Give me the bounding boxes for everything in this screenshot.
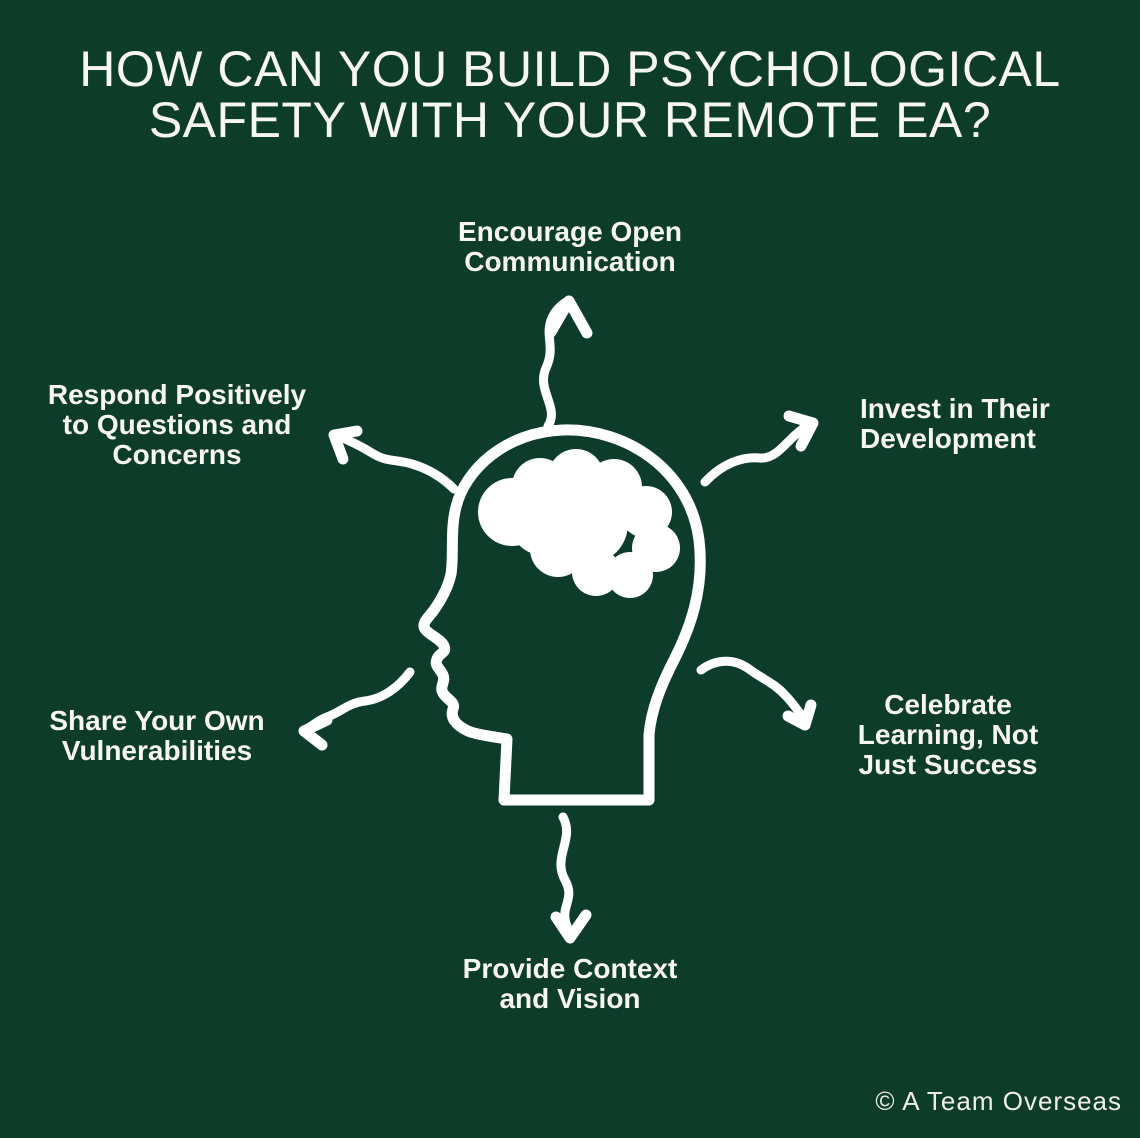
arrow-down-right-icon xyxy=(696,656,817,731)
arrow-up-icon xyxy=(539,295,593,431)
brain-icon xyxy=(478,449,680,598)
label-respond-positively-to-questions-and-concerns: Respond Positively to Questions and Conc… xyxy=(47,379,307,470)
head-profile-icon xyxy=(418,424,706,806)
label-invest-in-their-development: Invest in Their Development xyxy=(860,393,1050,454)
label-encourage-open-communication: Encourage Open Communication xyxy=(457,216,683,277)
arrow-up-right-icon xyxy=(700,410,819,487)
arrow-down-icon xyxy=(550,812,592,944)
label-provide-context-and-vision: Provide Context and Vision xyxy=(462,953,678,1014)
arrow-down-left-icon xyxy=(298,667,415,751)
label-celebrate-learning-not-just-success: Celebrate Learning, Not Just Success xyxy=(857,689,1039,780)
arrow-up-left-icon xyxy=(328,425,459,494)
page-title: HOW CAN YOU BUILD PSYCHOLOGICAL SAFETY W… xyxy=(79,41,1061,148)
copyright-credit: © A Team Overseas xyxy=(875,1086,1122,1116)
label-share-your-own-vulnerabilities: Share Your Own Vulnerabilities xyxy=(49,705,265,766)
